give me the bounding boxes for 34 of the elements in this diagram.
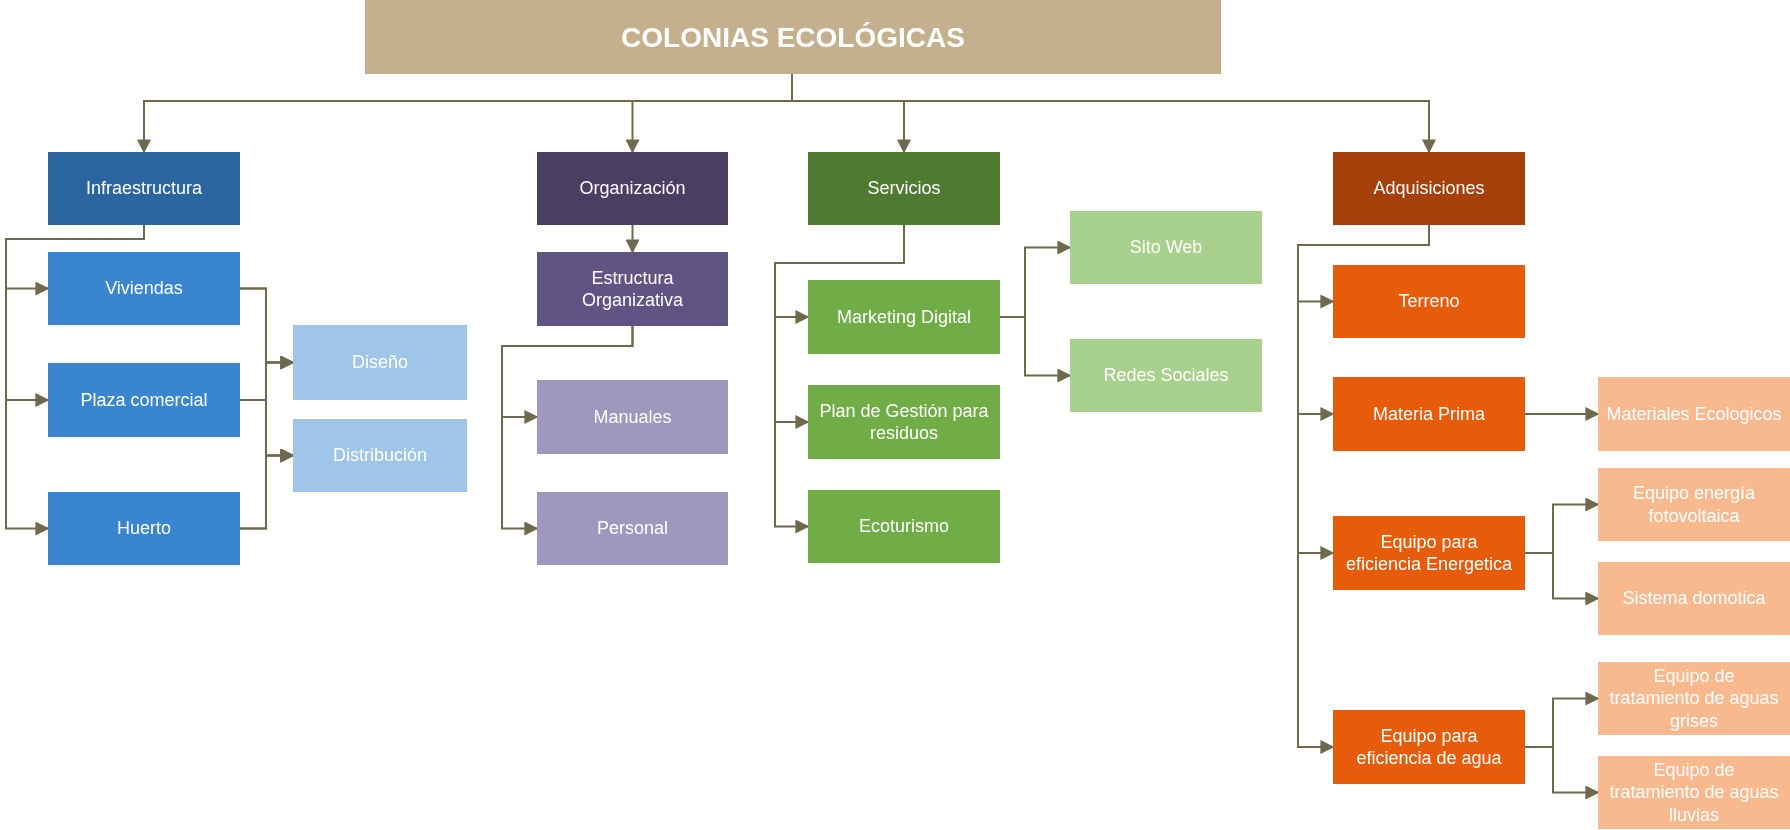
sub-item-box: Personal	[537, 492, 728, 565]
item-box: Estructura Organizativa	[537, 252, 728, 326]
sub-item-box: Equipo de tratamiento de aguas grises	[1598, 662, 1790, 735]
category-box: Organización	[537, 152, 728, 225]
category-box: Infraestructura	[48, 152, 240, 225]
connector-arrow	[625, 224, 640, 254]
sub-item-box: Distribución	[293, 419, 467, 492]
sub-item-box: Equipo de tratamiento de aguas lluvias	[1598, 756, 1790, 829]
sub-item-box: Equipo energía fotovoltaica	[1598, 468, 1790, 541]
item-box: Terreno	[1333, 265, 1525, 338]
category-box: Servicios	[808, 152, 1000, 225]
sub-item-box: Diseño	[293, 325, 467, 400]
connector-arrow	[1524, 407, 1600, 421]
category-box: Adquisiciones	[1333, 152, 1525, 225]
item-box: Ecoturismo	[808, 490, 1000, 563]
title-box: COLONIAS ECOLÓGICAS	[365, 0, 1221, 74]
connector-arrow	[501, 325, 634, 536]
connector-arrow	[1524, 552, 1600, 606]
item-box: Materia Prima	[1333, 377, 1525, 451]
connector-arrow	[999, 316, 1072, 383]
sub-item-box: Sito Web	[1070, 211, 1262, 284]
sub-item-box: Materiales Ecologicos	[1598, 377, 1790, 451]
connector-arrow	[1524, 746, 1600, 800]
sub-item-box: Redes Sociales	[1070, 339, 1262, 412]
item-box: Plaza comercial	[48, 363, 240, 437]
item-box: Huerto	[48, 492, 240, 565]
item-box: Marketing Digital	[808, 280, 1000, 354]
item-box: Viviendas	[48, 252, 240, 325]
item-box: Plan de Gestión para residuos	[808, 385, 1000, 459]
sub-item-box: Manuales	[537, 380, 728, 454]
connector-arrow	[239, 448, 295, 530]
item-box: Equipo para eficiencia de agua	[1333, 710, 1525, 784]
sub-item-box: Sistema domotica	[1598, 562, 1790, 635]
item-box: Equipo para eficiencia Energetica	[1333, 516, 1525, 590]
